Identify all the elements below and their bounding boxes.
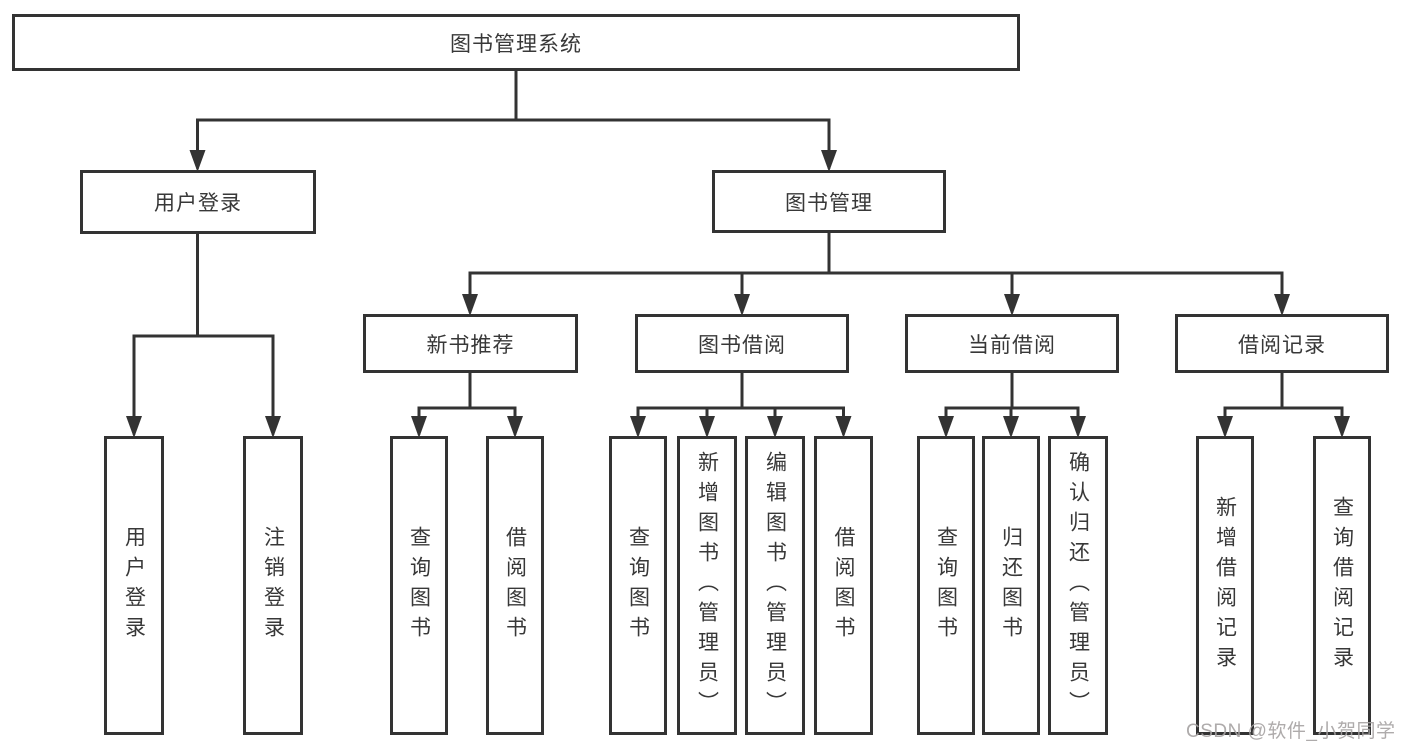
leaf-query-borrow-record-label: 查询借阅记录	[1330, 495, 1354, 676]
leaf-edit-books-admin: 编辑图书（管理员）	[745, 436, 805, 735]
node-library-system: 图书管理系统	[12, 14, 1020, 71]
node-library-system-label: 图书管理系统	[450, 32, 582, 56]
leaf-borrow-books-recommend-label: 借阅图书	[503, 525, 527, 646]
node-book-management: 图书管理	[712, 170, 946, 233]
node-user-login-label: 用户登录	[154, 192, 242, 215]
node-borrowing-records: 借阅记录	[1175, 314, 1389, 373]
leaf-add-borrow-record-label: 新增借阅记录	[1213, 495, 1237, 676]
leaf-borrow-books-label: 借阅图书	[832, 525, 856, 646]
connector-book-management-children	[462, 231, 1290, 316]
leaf-query-books-borrowing-label: 查询图书	[626, 525, 650, 646]
node-book-borrowing: 图书借阅	[635, 314, 849, 373]
leaf-logout: 注销登录	[243, 436, 303, 735]
node-new-book-recommendation: 新书推荐	[363, 314, 578, 373]
node-borrowing-records-label: 借阅记录	[1238, 333, 1326, 357]
node-current-borrowing-label: 当前借阅	[968, 333, 1056, 357]
leaf-add-books-admin: 新增图书（管理员）	[677, 436, 737, 735]
leaf-confirm-return-admin: 确认归还（管理员）	[1048, 436, 1108, 735]
node-book-management-label: 图书管理	[785, 191, 873, 215]
leaf-add-borrow-record: 新增借阅记录	[1196, 436, 1254, 735]
leaf-query-borrow-record: 查询借阅记录	[1313, 436, 1371, 735]
connector-new-book-children	[411, 371, 523, 438]
leaf-borrow-books: 借阅图书	[814, 436, 873, 735]
leaf-borrow-books-recommend: 借阅图书	[486, 436, 544, 735]
connector-borrow-records-children	[1217, 371, 1350, 438]
leaf-return-books: 归还图书	[982, 436, 1040, 735]
leaf-confirm-return-admin-label: 确认归还（管理员）	[1066, 450, 1090, 721]
node-user-login: 用户登录	[80, 170, 316, 234]
leaf-query-books-recommend: 查询图书	[390, 436, 448, 735]
node-new-book-recommendation-label: 新书推荐	[426, 333, 515, 357]
leaf-user-login: 用户登录	[104, 436, 164, 735]
leaf-user-login-label: 用户登录	[122, 525, 146, 646]
leaf-query-books-current: 查询图书	[917, 436, 975, 735]
node-book-borrowing-label: 图书借阅	[698, 333, 786, 357]
leaf-logout-label: 注销登录	[261, 525, 285, 646]
leaf-query-books-recommend-label: 查询图书	[407, 525, 431, 646]
connector-user-login-children	[126, 232, 281, 438]
leaf-query-books-current-label: 查询图书	[934, 525, 958, 646]
leaf-edit-books-admin-label: 编辑图书（管理员）	[763, 450, 787, 721]
csdn-watermark: CSDN @软件_小贺同学	[1186, 721, 1396, 742]
leaf-return-books-label: 归还图书	[999, 525, 1023, 646]
leaf-add-books-admin-label: 新增图书（管理员）	[695, 450, 719, 721]
connector-current-borrow-children	[938, 371, 1086, 438]
node-current-borrowing: 当前借阅	[905, 314, 1119, 373]
leaf-query-books-borrowing: 查询图书	[609, 436, 667, 735]
connector-root-to-level2	[189, 69, 837, 172]
connector-book-borrow-children	[630, 371, 852, 438]
